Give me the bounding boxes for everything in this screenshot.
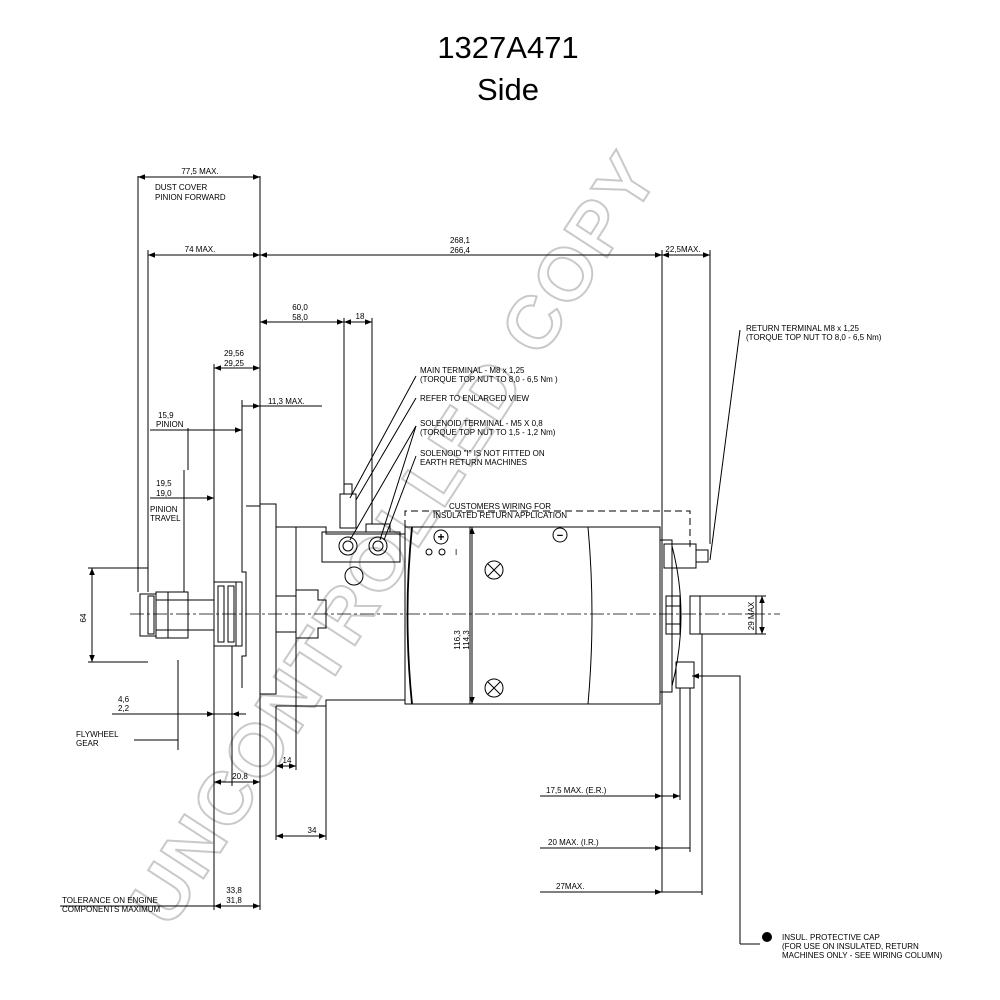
dim-sol-offset-lower: 58,0 [292,313,308,322]
solenoid-terminals: + − I [338,483,568,698]
dim-boss-dia: 29 MAX [747,601,756,630]
dim-sol-width: 18 [356,312,365,321]
refer-note: REFER TO ENLARGED VIEW [420,394,530,403]
dim-eng-upper: 33,8 [226,886,242,895]
dim-travel-upper: 19,5 [156,479,172,488]
travel-label-1: PINION [150,505,178,514]
wiring-note-2: INSULATED RETURN APPLICATION [433,511,567,520]
dim-body-dia-upper: 116,3 [453,630,462,650]
flywheel-label-2: GEAR [76,739,99,748]
dim-34: 34 [308,826,317,835]
dim-gap-lower: 2,2 [118,704,130,713]
sol-terminal-note-2: (TORQUE TOP NUT TO 1,5 - 1,2 Nm) [420,428,556,437]
customer-wiring-line [404,510,691,548]
dim-27-max: 27MAX. [556,882,584,891]
dim-front-max: 74 MAX. [185,245,216,254]
dim-length-upper: 268,1 [450,236,471,245]
watermark-text: UNCONTROLLED COPY [114,137,675,939]
dim-pinion: 15,9 [158,411,174,420]
dim-flange-max: 11,3 MAX. [268,397,305,406]
dim-eng-lower: 31,8 [226,896,242,905]
dim-rear-max: 22,5MAX. [665,245,700,254]
dim-ir-max: 20 MAX. (I.R.) [548,838,599,847]
wiring-note-1: CUSTOMERS WIRING FOR [449,502,551,511]
sol-i-note-1: SOLENOID "I" IS NOT FITTED ON [420,449,545,458]
dim-dust-cover-max: 77,5 MAX. [181,167,218,176]
dimension-lines [60,174,766,945]
notes: MAIN TERMINAL - M8 x 1,25 (TORQUE TOP NU… [420,324,943,960]
dimension-labels: 77,5 MAX. DUST COVER PINION FORWARD 74 M… [62,167,756,914]
plus-mark: + [437,530,444,544]
motor-outline [130,503,780,707]
i-mark: I [455,548,457,557]
cap-note-1: INSUL. PROTECTIVE CAP [782,933,880,942]
dim-gap-upper: 4,6 [118,695,130,704]
sol-terminal-note-1: SOLENOID TERMINAL - M5 X 0,8 [420,419,543,428]
screw-top-icon [484,560,504,580]
dim-20-8: 20,8 [232,772,248,781]
minus-mark: − [557,530,563,542]
flywheel-label-1: FLYWHEEL [76,730,119,739]
dim-14: 14 [283,756,292,765]
main-terminal-note-2: (TORQUE TOP NUT TO 8,0 - 6,5 Nm ) [420,375,558,384]
tolerance-label-2: COMPONENTS MAXIMUM [62,905,161,914]
tolerance-label-1: TOLERANCE ON ENGINE [62,896,158,905]
dim-flange-lower: 29,25 [224,359,245,368]
main-terminal-note-1: MAIN TERMINAL - M8 x 1,25 [420,366,525,375]
pinion-label: PINION [156,420,184,429]
part-number-title: 1327A471 [437,30,578,65]
screw-bottom-icon [484,678,504,698]
dim-body-dia-lower: 114,3 [462,630,471,650]
travel-label-2: TRAVEL [150,514,181,523]
dust-cover-note-2: PINION FORWARD [155,193,226,202]
dim-sol-offset-upper: 60,0 [292,303,308,312]
view-subtitle: Side [477,72,539,107]
return-terminal-note-2: (TORQUE TOP NUT TO 8,0 - 6,5 Nm) [746,333,882,342]
return-terminal-note-1: RETURN TERMINAL M8 x 1,25 [746,324,859,333]
dim-length-lower: 266,4 [450,246,471,255]
dim-flange-upper: 29,56 [224,349,245,358]
sol-i-note-2: EARTH RETURN MACHINES [420,458,527,467]
cap-note-2: (FOR USE ON INSULATED, RETURN [782,942,919,951]
dust-cover-note-1: DUST COVER [155,183,208,192]
cap-symbol-icon [762,932,772,942]
cap-note-3: MACHINES ONLY - SEE WIRING COLUMN) [782,951,943,960]
dim-travel-lower: 19,0 [156,489,172,498]
dim-pinion-dia: 64 [79,613,88,622]
dim-er-max: 17,5 MAX. (E.R.) [546,786,607,795]
